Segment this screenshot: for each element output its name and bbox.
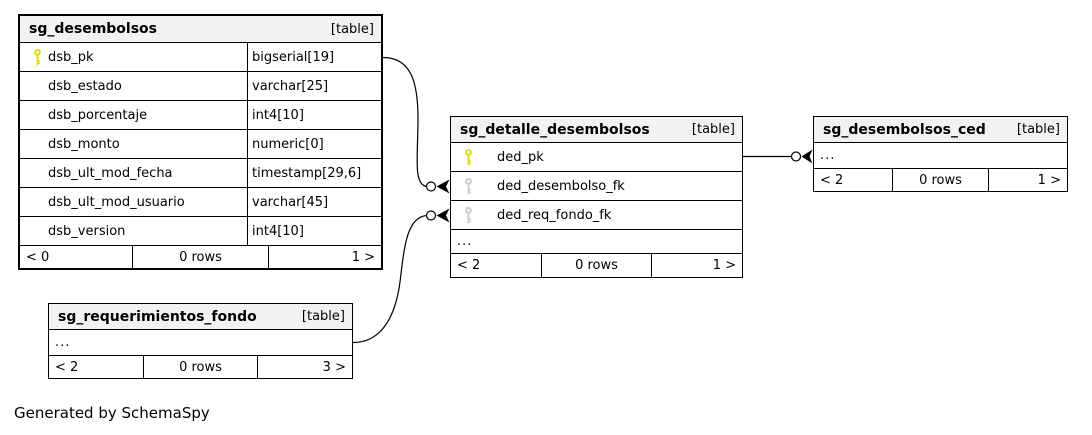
table-node-sg-desembolsos[interactable]: sg_desembolsos [table] dsb_pk bigserial[… [18, 14, 383, 270]
column-type: varchar[45] [247, 188, 381, 216]
pager-prev: < 2 [820, 172, 844, 188]
column-type: int4[10] [247, 217, 381, 245]
column-type: varchar[25] [247, 72, 381, 100]
generated-by-credit: Generated by SchemaSpy [14, 404, 210, 422]
pager-prev: < 2 [55, 359, 79, 375]
pager-prev: < 0 [26, 249, 50, 265]
column-name: dsb_pk [48, 49, 94, 65]
column-name: dsb_version [48, 223, 126, 239]
pager-row-count: 0 rows [541, 254, 652, 277]
table-type-tag: [table] [301, 309, 345, 324]
column-row: dsb_monto numeric[0] [20, 130, 381, 159]
column-row: ded_req_fondo_fk [451, 201, 742, 230]
no-key-spacer [33, 136, 42, 153]
pager-next: 3 > [322, 359, 346, 375]
column-row: ded_pk [451, 143, 742, 172]
column-row: dsb_ult_mod_fecha timestamp[29,6] [20, 159, 381, 188]
pager-next: 1 > [712, 258, 736, 273]
table-name[interactable]: sg_desembolsos_ced [823, 121, 986, 138]
primary-key-icon [464, 148, 473, 166]
column-type: numeric[0] [247, 130, 381, 158]
no-key-spacer [33, 194, 42, 211]
table-type-tag: [table] [691, 122, 735, 137]
no-key-spacer [33, 165, 42, 182]
column-row: dsb_ult_mod_usuario varchar[45] [20, 188, 381, 217]
relationship-detalle-to-ced [743, 149, 813, 164]
column-type: int4[10] [247, 101, 381, 129]
column-row: dsb_pk bigserial[19] [20, 43, 381, 72]
column-name: dsb_ult_mod_usuario [48, 194, 185, 210]
pager-row-count: 0 rows [892, 169, 989, 191]
table-header: sg_requerimientos_fondo [table] [49, 304, 352, 330]
table-node-sg-requerimientos-fondo[interactable]: sg_requerimientos_fondo [table] ... < 2 … [48, 303, 353, 379]
hidden-columns-ellipsis: ... [451, 230, 742, 254]
table-name[interactable]: sg_detalle_desembolsos [460, 121, 650, 138]
table-pager: < 0 0 rows 1 > [20, 246, 381, 268]
crow-foot-icon [436, 179, 450, 194]
table-type-tag: [table] [1016, 122, 1060, 137]
column-name: dsb_ult_mod_fecha [48, 165, 173, 181]
no-key-spacer [33, 107, 42, 124]
table-type-tag: [table] [330, 21, 374, 37]
table-node-sg-desembolsos-ced[interactable]: sg_desembolsos_ced [table] ... < 2 0 row… [813, 116, 1068, 192]
no-key-spacer [33, 223, 42, 240]
no-key-spacer [33, 78, 42, 95]
table-header: sg_desembolsos_ced [table] [814, 117, 1067, 143]
column-name: dsb_porcentaje [48, 107, 148, 123]
zero-cardinality-icon [425, 210, 437, 221]
crow-foot-icon [801, 149, 813, 164]
column-row: ded_desembolso_fk [451, 172, 742, 201]
pager-next: 1 > [1037, 172, 1061, 188]
zero-cardinality-icon [790, 151, 802, 162]
column-name: ded_req_fondo_fk [497, 207, 612, 223]
pager-next: 1 > [351, 249, 375, 265]
column-name: ded_desembolso_fk [497, 178, 625, 194]
primary-key-icon [33, 48, 42, 66]
column-row: dsb_version int4[10] [20, 217, 381, 246]
column-row: dsb_estado varchar[25] [20, 72, 381, 101]
crow-foot-icon [436, 208, 450, 223]
pager-prev: < 2 [457, 258, 481, 273]
zero-cardinality-icon [425, 181, 437, 192]
column-type: timestamp[29,6] [247, 159, 381, 187]
column-name: ded_pk [497, 149, 544, 165]
column-name: dsb_estado [48, 78, 122, 94]
column-row: dsb_porcentaje int4[10] [20, 101, 381, 130]
table-header: sg_desembolsos [table] [20, 16, 381, 43]
table-header: sg_detalle_desembolsos [table] [451, 117, 742, 143]
pager-row-count: 0 rows [142, 356, 259, 378]
column-name: dsb_monto [48, 136, 120, 152]
foreign-key-icon [464, 177, 473, 195]
table-pager: < 2 0 rows 3 > [49, 356, 352, 378]
foreign-key-icon [464, 206, 473, 224]
table-name[interactable]: sg_desembolsos [29, 21, 158, 37]
table-node-sg-detalle-desembolsos[interactable]: sg_detalle_desembolsos [table] ded_pk de… [450, 116, 743, 278]
column-type: bigserial[19] [247, 43, 381, 71]
table-name[interactable]: sg_requerimientos_fondo [58, 308, 257, 325]
relationship-desembolsos-to-detalle [382, 56, 450, 194]
pager-row-count: 0 rows [131, 246, 270, 268]
table-pager: < 2 0 rows 1 > [814, 169, 1067, 191]
hidden-columns-ellipsis: ... [49, 330, 352, 356]
table-pager: < 2 0 rows 1 > [451, 254, 742, 277]
hidden-columns-ellipsis: ... [814, 143, 1067, 169]
